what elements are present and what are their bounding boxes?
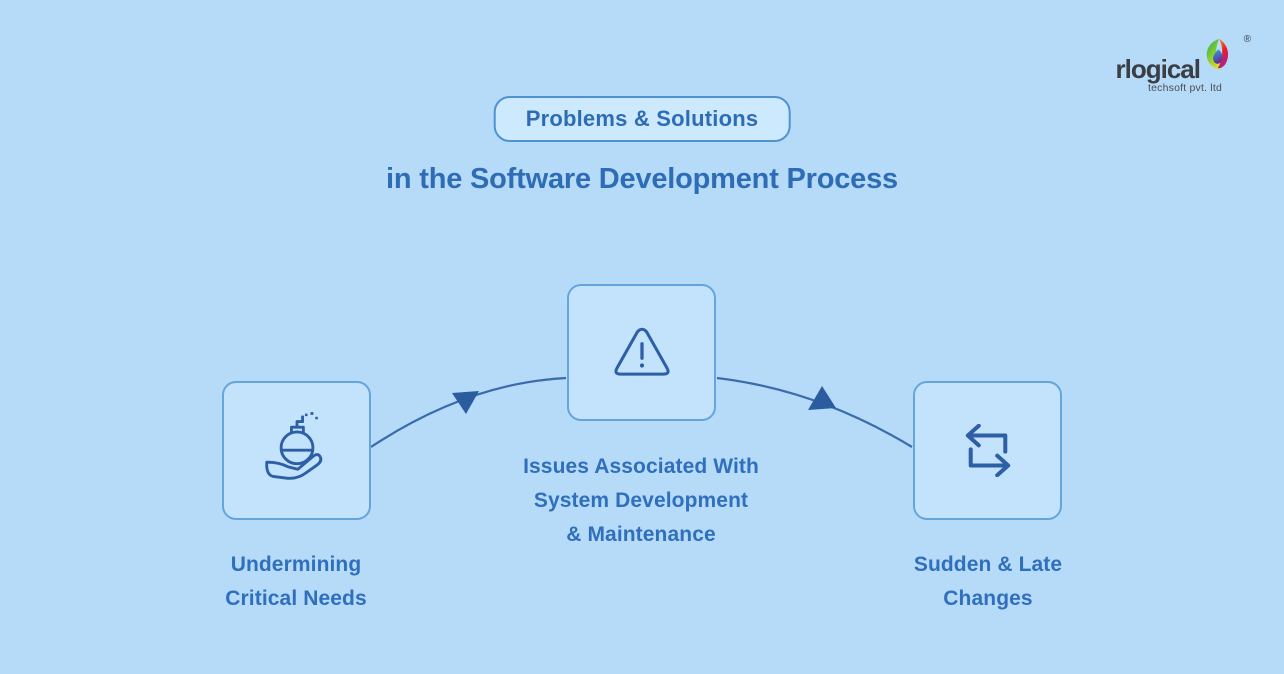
connector-center-to-right: [716, 376, 913, 448]
logo-wordmark: rlogical: [1115, 54, 1201, 84]
caption-undermining-critical-needs: Undermining Critical Needs: [166, 548, 426, 616]
caption-line: & Maintenance: [566, 523, 716, 546]
caption-sudden-late-changes: Sudden & Late Changes: [858, 548, 1118, 616]
rainbow-leaf-icon: [1206, 38, 1229, 69]
bomb-in-hand-icon: [264, 411, 322, 480]
caption-line: Sudden & Late: [913, 553, 1063, 576]
logo: rlogical techsoft pvt. ltd ®: [1060, 28, 1260, 98]
warning-triangle-icon: [613, 327, 670, 376]
caption-line: Changes: [943, 587, 1033, 610]
card-sudden-late-changes: [913, 381, 1062, 520]
caption-line: System Development: [533, 489, 749, 512]
page-title: in the Software Development Process: [386, 163, 898, 195]
badge-label: Problems & Solutions: [525, 106, 759, 131]
caption-issues-system-development: Issues Associated With System Developmen…: [466, 450, 816, 552]
caption-line: Undermining: [230, 553, 362, 576]
arrowhead-left-icon: [452, 391, 479, 414]
badge-problems-solutions: Problems & Solutions: [493, 96, 791, 142]
swap-arrows-icon: [965, 424, 1010, 477]
caption-line: Issues Associated With: [523, 455, 759, 478]
caption-line: Critical Needs: [225, 587, 367, 610]
registered-mark: ®: [1243, 34, 1251, 45]
card-issues-system-development: [567, 284, 716, 421]
arrowhead-right-icon: [808, 386, 836, 410]
connector-left-to-center: [370, 376, 567, 448]
logo-subtitle: techsoft pvt. ltd: [1147, 82, 1222, 94]
card-undermining-critical-needs: [222, 381, 371, 520]
